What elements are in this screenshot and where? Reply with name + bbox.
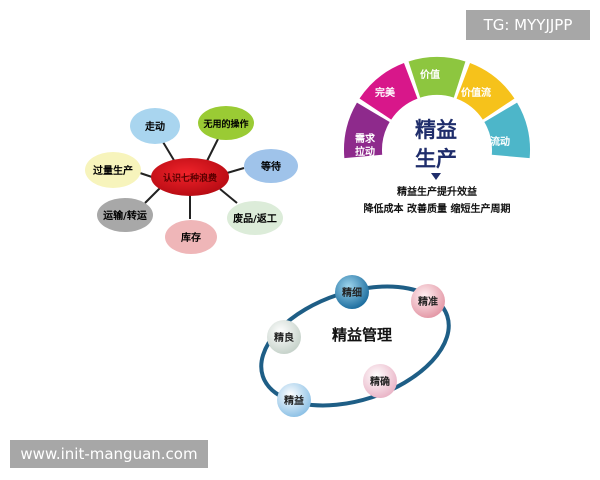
lean-management-title: 精益管理 xyxy=(332,326,392,344)
waste-bubble-waiting xyxy=(244,149,298,183)
lean-production-title: 生产 xyxy=(415,147,457,171)
lean-management-diagram: 精细 精准 精良 精确 精益 精益管理 xyxy=(259,275,451,417)
management-ball-accurate xyxy=(363,364,397,398)
segment-flow xyxy=(484,102,530,159)
management-label: 精益 xyxy=(284,394,304,407)
waste-label: 运输/转运 xyxy=(103,209,147,222)
segment-label: 价值流 xyxy=(461,86,491,99)
waste-bubble-defects xyxy=(227,201,283,235)
waste-label: 等待 xyxy=(261,160,281,173)
management-label: 精良 xyxy=(274,331,294,344)
waste-label: 走动 xyxy=(144,120,165,133)
watermark-top: TG: MYYJJPP xyxy=(466,10,590,40)
management-ball-lean xyxy=(277,383,311,417)
segment-value xyxy=(408,57,466,98)
waste-label: 过量生产 xyxy=(93,164,133,177)
management-ball-good xyxy=(267,320,301,354)
segment-label: 流动 xyxy=(490,135,510,148)
management-label: 精细 xyxy=(342,286,362,299)
segment-label: 价值 xyxy=(420,68,440,81)
management-label: 精确 xyxy=(370,375,390,388)
watermark-bottom: www.init-manguan.com xyxy=(10,440,208,468)
seven-wastes-diagram xyxy=(139,138,245,219)
segment-label: 需求拉动 xyxy=(355,132,376,158)
segment-label: 完美 xyxy=(375,86,396,99)
management-ball-precise xyxy=(411,284,445,318)
waste-bubble-overproduction xyxy=(85,152,141,188)
waste-bubble-walk xyxy=(130,108,180,144)
lean-production-title: 精益 xyxy=(415,118,457,142)
waste-center-bubble xyxy=(151,158,229,196)
lean-production-diagram xyxy=(344,57,530,159)
waste-bubble-useless-operation xyxy=(198,106,254,140)
segment-perfection xyxy=(359,63,418,120)
waste-center-label: 认识七种浪费 xyxy=(163,172,217,184)
waste-label: 无用的操作 xyxy=(202,118,248,130)
waste-label: 废品/返工 xyxy=(233,212,277,225)
lean-production-caption: 精益生产提升效益 xyxy=(397,185,477,198)
waste-label: 库存 xyxy=(181,231,201,244)
waste-bubble-inventory xyxy=(165,220,217,254)
management-label: 精准 xyxy=(418,295,438,308)
waste-bubble-transport xyxy=(97,198,153,232)
segment-pull xyxy=(344,102,390,159)
down-triangle-icon xyxy=(431,173,441,180)
lean-production-caption: 降低成本 改善质量 缩短生产周期 xyxy=(364,202,511,215)
management-ball-fine xyxy=(335,275,369,309)
segment-value-stream xyxy=(456,63,515,120)
